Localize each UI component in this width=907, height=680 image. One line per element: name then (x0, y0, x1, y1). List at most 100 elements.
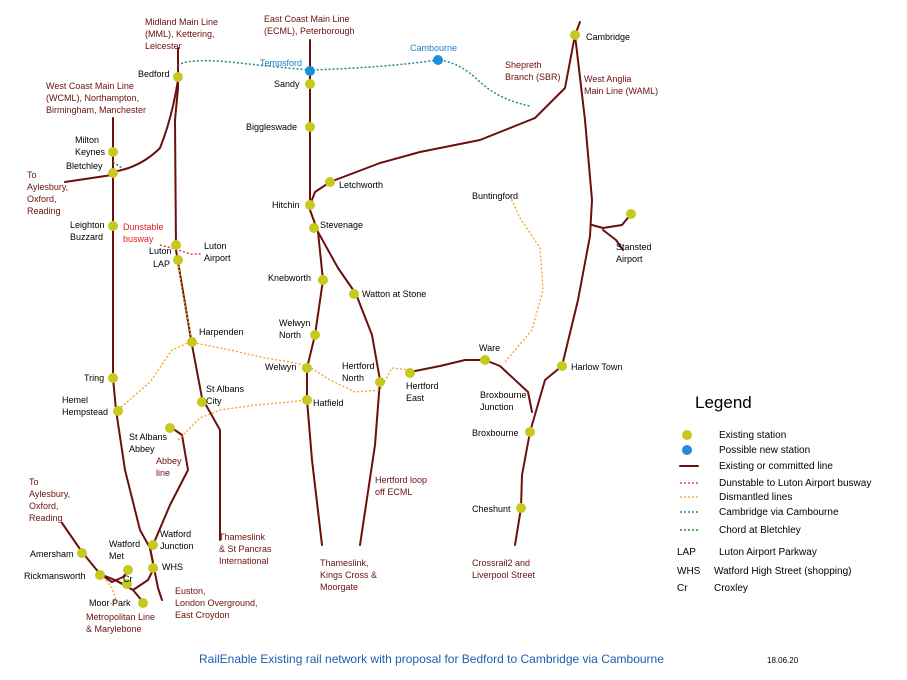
label-luton-airport-2: Airport (204, 253, 231, 263)
legend-symbol-station (682, 430, 692, 440)
label-metropolitan: Metropolitan Line & Marylebone (86, 612, 158, 634)
line-aylesbury-top (64, 174, 113, 183)
label-broxbourne-junction: Broxbourne Junction (480, 390, 529, 412)
label-crossrail2-2: Liverpool Street (472, 570, 536, 580)
label-watford-met: Watford Met (109, 539, 143, 561)
label-mml-3: Leicester (145, 41, 182, 51)
legend-abbr-lap-label: Luton Airport Parkway (719, 547, 817, 558)
label-bedford: Bedford (138, 69, 170, 79)
station-dot-watton (349, 289, 359, 299)
label-st-albans-city: St Albans City (206, 384, 247, 406)
label-cr: Cr (123, 574, 133, 584)
label-aylesbury-bottom-4: Reading (29, 513, 63, 523)
legend-title: Legend (695, 393, 752, 412)
legend-symbol-new-station (682, 445, 692, 455)
label-thameslink-stp: Thameslink & St Pancras International (219, 532, 274, 566)
label-harpenden: Harpenden (199, 327, 244, 337)
label-euston-3: East Croydon (175, 610, 230, 620)
legend-label-station: Existing station (719, 430, 786, 441)
station-dot-lap (173, 255, 183, 265)
station-dot-broxbourne (525, 427, 535, 437)
station-dot-hitchin (305, 200, 315, 210)
station-dot-tring (108, 373, 118, 383)
label-st-albans-abbey: St Albans Abbey (129, 432, 170, 454)
legend-label-existing-line: Existing or committed line (719, 461, 833, 472)
station-dot-knebworth (318, 275, 328, 285)
label-hatfield: Hatfield (313, 398, 344, 408)
line-wcml (112, 117, 163, 601)
label-watford-junction: Watford Junction (160, 529, 194, 551)
label-tring: Tring (84, 373, 104, 383)
dismantled-lines (105, 195, 544, 607)
label-cambourne: Cambourne (410, 43, 457, 53)
label-stansted-2: Airport (616, 254, 643, 264)
legend-abbr-whs-label: Watford High Street (shopping) (714, 566, 851, 577)
line-hertford-loop (317, 231, 381, 546)
label-aylesbury-bottom-3: Oxford, (29, 501, 59, 511)
label-broxbourne: Broxbourne (472, 428, 519, 438)
label-metropolitan-1: Metropolitan Line (86, 612, 155, 622)
existing-stations (77, 30, 636, 608)
line-abbey (152, 427, 189, 546)
label-milton-keynes-1: Milton (75, 135, 99, 145)
bletchley-chord-line (112, 161, 123, 169)
label-watford-junction-1: Watford (160, 529, 191, 539)
label-mml-2: (MML), Kettering, (145, 29, 215, 39)
line-watford-dc (132, 547, 155, 591)
station-labels: Bedford Sandy Biggleswade Cambridge Milt… (24, 32, 654, 608)
line-bedford-bletchley (111, 79, 179, 173)
label-hertford-east-1: Hertford (406, 381, 439, 391)
label-abbey-line: Abbey line (156, 456, 184, 478)
label-welwyn-north-1: Welwyn (279, 318, 310, 328)
label-ware: Ware (479, 343, 500, 353)
station-dot-bedford (173, 72, 183, 82)
station-dot-st-albans-abbey (165, 423, 175, 433)
legend-abbr-cr-label: Croxley (714, 583, 748, 594)
legend-label-dismantled: Dismantled lines (719, 492, 792, 503)
legend-label-chord: Chord at Bletchley (719, 525, 801, 536)
label-thameslink-stp-2: & St Pancras (219, 544, 272, 554)
label-luton: Luton (149, 246, 172, 256)
label-busway-1: Dunstable (123, 222, 164, 232)
dismantled-luton-harpenden (177, 261, 193, 343)
label-waml-2: Main Line (WAML) (584, 86, 658, 96)
label-st-albans-abbey-2: Abbey (129, 444, 155, 454)
label-aylesbury-top: To Aylesbury, Oxford, Reading (27, 170, 71, 216)
station-dot-rickmansworth (95, 570, 105, 580)
cambridge-via-cambourne-line (177, 59, 531, 107)
label-hemel-2: Hempstead (62, 407, 108, 417)
label-welwyn-north-2: North (279, 330, 301, 340)
station-dot-luton (171, 240, 181, 250)
legend-label-new-station: Possible new station (719, 445, 810, 456)
station-dot-amersham (77, 548, 87, 558)
station-dot-welwyn (302, 363, 312, 373)
label-thameslink-kx-1: Thameslink, (320, 558, 369, 568)
label-letchworth: Letchworth (339, 180, 383, 190)
label-welwyn: Welwyn (265, 362, 296, 372)
dismantled-hemel-harpenden-hertford (117, 341, 309, 411)
label-stansted-airport: Stansted Airport (616, 242, 654, 264)
label-waml-1: West Anglia (584, 74, 631, 84)
label-hitchin: Hitchin (272, 200, 300, 210)
label-aylesbury-bottom: To Aylesbury, Oxford, Reading (29, 477, 73, 523)
label-watford-met-2: Met (109, 551, 125, 561)
legend-abbr-cr: Cr (677, 583, 688, 594)
station-dot-harlow-town (557, 361, 567, 371)
label-mml: Midland Main Line (MML), Kettering, Leic… (145, 17, 221, 51)
label-buntingford: Buntingford (472, 191, 518, 201)
label-watford-junction-2: Junction (160, 541, 194, 551)
station-dot-hemel (113, 406, 123, 416)
label-rickmansworth: Rickmansworth (24, 571, 86, 581)
label-moor-park: Moor Park (89, 598, 131, 608)
label-ecml-1: East Coast Main Line (264, 14, 350, 24)
station-dot-ware (480, 355, 490, 365)
label-thameslink-kx: Thameslink, Kings Cross & Moorgate (320, 558, 380, 592)
label-welwyn-north: Welwyn North (279, 318, 313, 340)
label-luton-airport-1: Luton (204, 241, 227, 251)
label-thameslink-kx-2: Kings Cross & (320, 570, 377, 580)
label-cheshunt: Cheshunt (472, 504, 511, 514)
label-waml: West Anglia Main Line (WAML) (584, 74, 658, 96)
station-dot-letchworth (325, 177, 335, 187)
label-sandy: Sandy (274, 79, 300, 89)
